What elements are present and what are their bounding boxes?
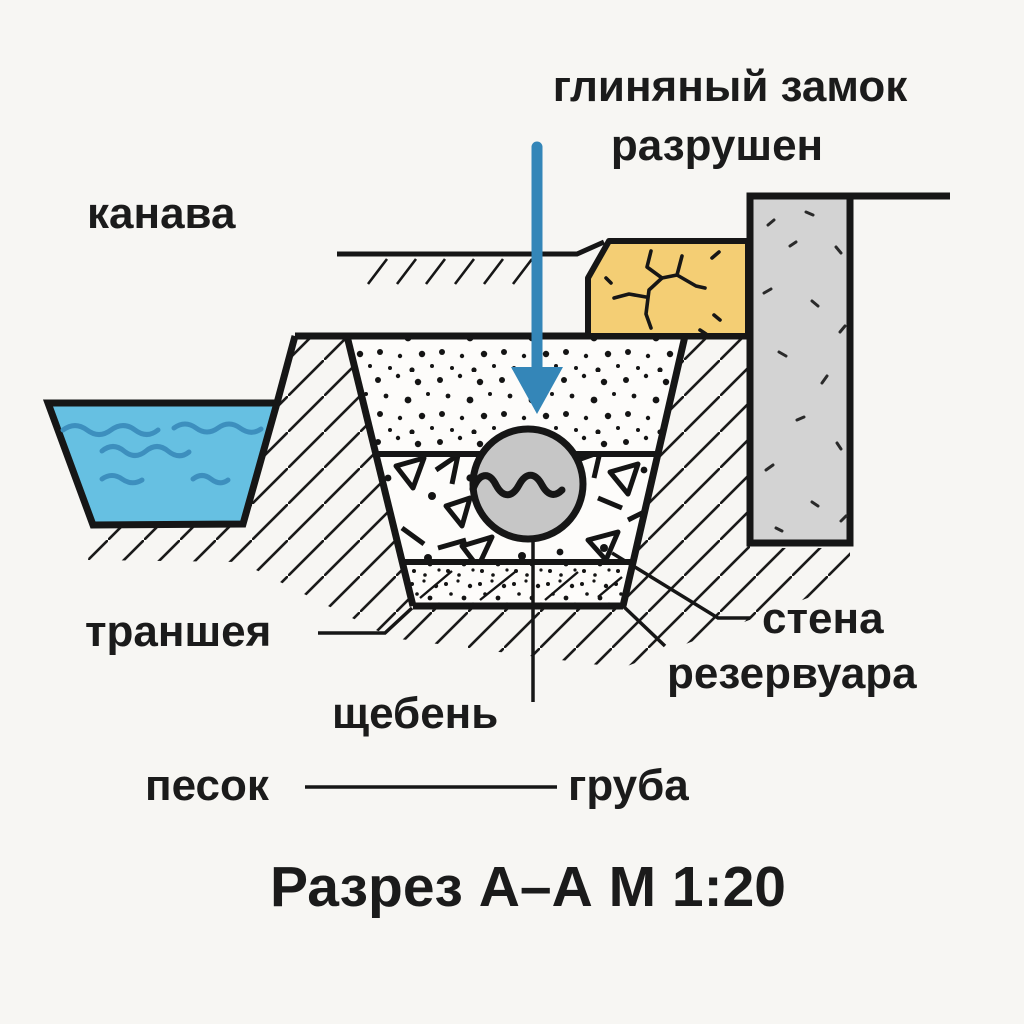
pipe-wave-symbol xyxy=(469,471,566,499)
clay-lock-note-line1: глиняный замок xyxy=(553,62,909,111)
clay-lock-block xyxy=(585,238,751,339)
trench-label: траншея xyxy=(85,607,271,656)
hatch-accent-line xyxy=(621,604,667,648)
trench-sand-backfill-layer xyxy=(347,336,685,454)
ditch-bank-slope xyxy=(273,335,299,404)
failure-arrow xyxy=(511,141,563,414)
ground-line-left xyxy=(337,239,606,257)
wall-speckles xyxy=(762,210,848,533)
section-caption: Разрез А–А М 1:20 xyxy=(270,855,786,919)
pipe-circle xyxy=(469,425,587,543)
reservoir-wall xyxy=(746,192,854,547)
ditch-label: канава xyxy=(87,189,236,238)
wall-label-line1: стена xyxy=(762,594,884,643)
wall-label-line2: резервуара xyxy=(667,649,917,698)
wall-leader-line xyxy=(611,551,750,620)
clay-crack-lines xyxy=(604,249,722,336)
clay-lock-note-line2: разрушен xyxy=(611,121,823,170)
pipe-label: груба xyxy=(568,761,689,810)
sand-label: песок xyxy=(145,761,270,810)
earth-hatch-area xyxy=(88,336,850,668)
trench-outline xyxy=(343,335,689,610)
water-wave-lines xyxy=(60,421,264,486)
trench-sand-bedding-layer xyxy=(402,562,633,606)
trench-leader-line xyxy=(318,606,414,635)
gravel-label: щебень xyxy=(332,689,498,738)
ground-ticks xyxy=(366,258,534,285)
